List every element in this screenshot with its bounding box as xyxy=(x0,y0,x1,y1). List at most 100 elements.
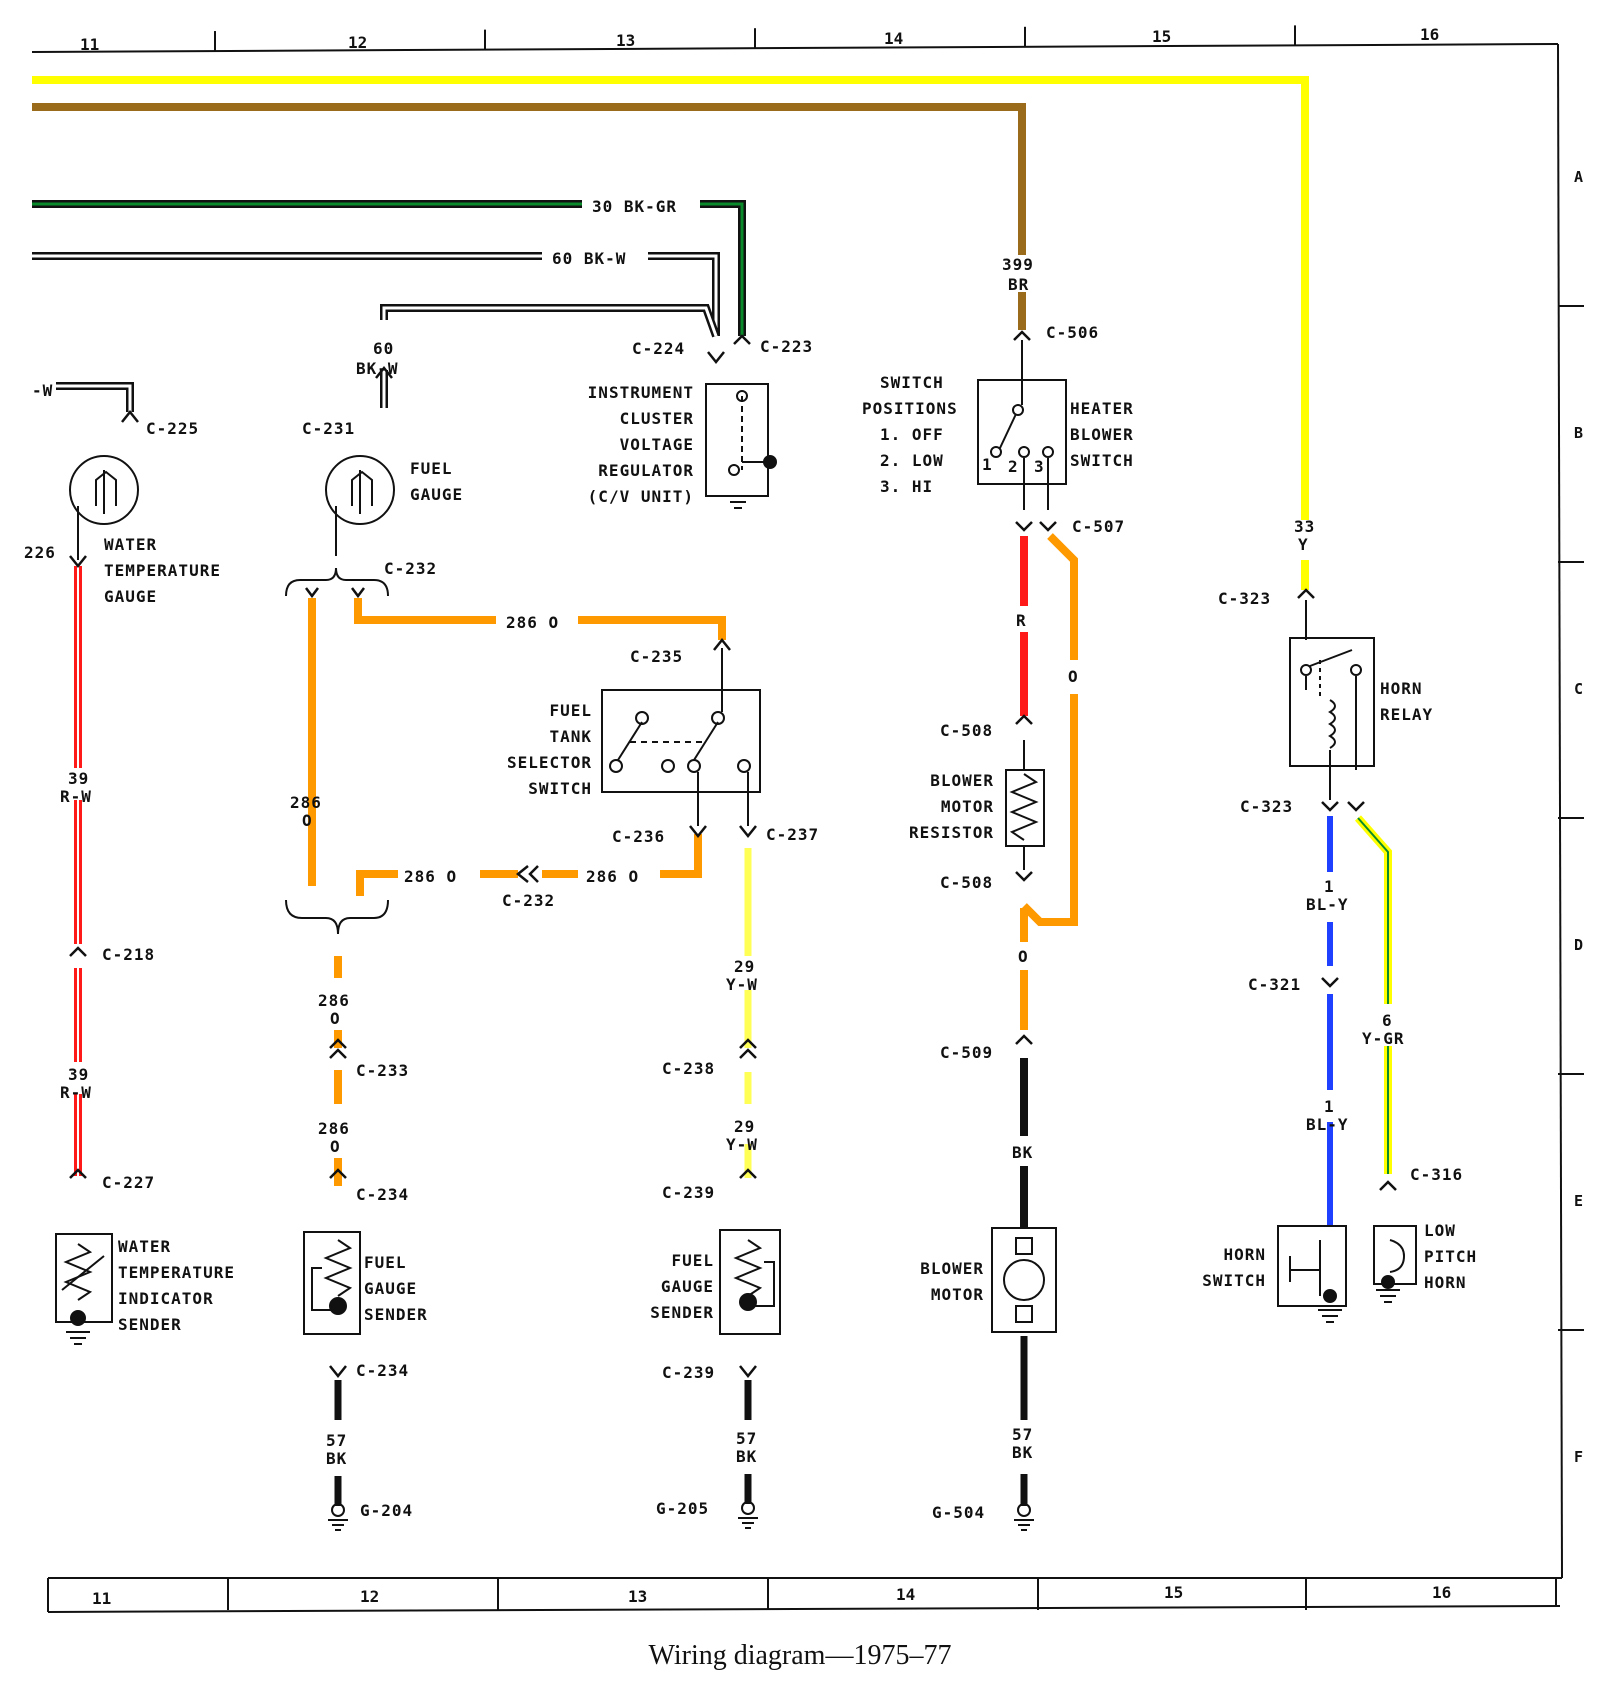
wire-label: BK xyxy=(736,1447,757,1466)
wire-label: Y-GR xyxy=(1362,1029,1405,1048)
connector-label: C-225 xyxy=(146,419,199,438)
svg-text:SWITCH: SWITCH xyxy=(880,373,944,392)
blower-motor-label: BLOWER MOTOR xyxy=(920,1259,983,1304)
grid-row-label: A xyxy=(1574,168,1583,186)
grid-col-label: 16 xyxy=(1420,25,1439,44)
svg-text:FUEL: FUEL xyxy=(410,459,453,478)
fuel-gauge-sender-2-box xyxy=(719,1229,781,1335)
ground-label: G-205 xyxy=(656,1499,709,1518)
ground-label: G-504 xyxy=(932,1503,985,1522)
wire-399-brown xyxy=(32,103,1026,255)
connector-label: C-239 xyxy=(662,1183,715,1202)
horn-relay-box xyxy=(1289,637,1375,767)
fuel-gauge-symbol xyxy=(325,455,395,525)
connector-label: C-239 xyxy=(662,1363,715,1382)
wire-label: 39 xyxy=(68,1065,89,1084)
wire-label: BK xyxy=(326,1449,347,1468)
wire-label: O xyxy=(1018,947,1029,966)
wire-label: 57 xyxy=(1012,1425,1033,1444)
svg-text:SENDER: SENDER xyxy=(364,1305,428,1324)
wire-label: 286 xyxy=(290,793,322,812)
wire-labels: 30 BK-GR 60 BK-W 60 BK-W -W 399 BR 33 Y … xyxy=(24,197,1405,1468)
svg-text:TEMPERATURE: TEMPERATURE xyxy=(104,561,221,580)
svg-text:BLOWER: BLOWER xyxy=(1070,425,1134,444)
connector-label: C-227 xyxy=(102,1173,155,1192)
wire-label: 226 xyxy=(24,543,56,562)
wire-label: 399 xyxy=(1002,255,1034,274)
wire-label: R xyxy=(1016,611,1027,630)
connector-label: C-321 xyxy=(1248,975,1301,994)
fuel-gauge-label: FUEL GAUGE xyxy=(410,459,463,504)
svg-text:INSTRUMENT: INSTRUMENT xyxy=(588,383,694,402)
svg-text:HORN: HORN xyxy=(1380,679,1423,698)
svg-text:TANK: TANK xyxy=(549,727,592,746)
grid-col-label: 12 xyxy=(348,33,367,52)
horn-switch-label: HORN SWITCH xyxy=(1202,1245,1266,1290)
wire-label: 60 BK-W xyxy=(552,249,626,268)
fuel-tank-selector-box xyxy=(601,689,761,793)
fuel-sender-2-label: FUEL GAUGE SENDER xyxy=(650,1251,714,1322)
grid-col-label: 14 xyxy=(884,29,903,48)
svg-text:SENDER: SENDER xyxy=(650,1303,714,1322)
wire-label: 286 xyxy=(318,1119,350,1138)
grid-col-label: 11 xyxy=(92,1589,111,1608)
svg-text:FUEL: FUEL xyxy=(549,701,592,720)
grid-row-label: B xyxy=(1574,424,1583,442)
svg-text:1. OFF: 1. OFF xyxy=(880,425,944,444)
svg-text:1: 1 xyxy=(982,455,993,474)
wire-label: -W xyxy=(32,381,53,400)
connector-label: C-232 xyxy=(384,559,437,578)
frame xyxy=(31,25,1584,1613)
ground-symbols xyxy=(66,495,1400,1531)
wire-label: 57 xyxy=(736,1429,757,1448)
svg-text:GAUGE: GAUGE xyxy=(661,1277,714,1296)
svg-text:TEMPERATURE: TEMPERATURE xyxy=(118,1263,235,1282)
wire-label: BL-Y xyxy=(1306,1115,1349,1134)
connector-label: C-224 xyxy=(632,339,685,358)
component-labels: INSTRUMENT CLUSTER VOLTAGE REGULATOR (C/… xyxy=(104,373,1476,1334)
fuel-sender-1-label: FUEL GAUGE SENDER xyxy=(364,1253,428,1324)
wires xyxy=(32,76,1392,1506)
svg-text:GAUGE: GAUGE xyxy=(410,485,463,504)
svg-text:HORN: HORN xyxy=(1424,1273,1467,1292)
grid-col-label: 13 xyxy=(628,1587,647,1606)
grid-col-label: 15 xyxy=(1164,1583,1183,1602)
blower-motor-resistor xyxy=(1005,769,1045,847)
figure-caption: Wiring diagram—1975–77 xyxy=(648,1640,952,1671)
connector-label: C-231 xyxy=(302,419,355,438)
grid-col-label: 14 xyxy=(896,1585,915,1604)
ground-labels: G-204 G-205 G-504 xyxy=(360,1499,985,1522)
fuel-gauge-sender-1-box xyxy=(303,1231,361,1335)
svg-text:HEATER: HEATER xyxy=(1070,399,1134,418)
connector-label: C-508 xyxy=(940,873,993,892)
grid-row-label: D xyxy=(1574,936,1583,954)
connector-label: C-235 xyxy=(630,647,683,666)
wire-label: 286 O xyxy=(586,867,639,886)
grid-column-labels-bottom: 11 12 13 14 15 16 xyxy=(92,1583,1451,1608)
connector-label: C-234 xyxy=(356,1361,409,1380)
connector-label: C-232 xyxy=(502,891,555,910)
components xyxy=(55,330,1417,1531)
svg-text:RESISTOR: RESISTOR xyxy=(909,823,994,842)
horn-switch-box xyxy=(1277,1225,1347,1307)
connector-chevrons xyxy=(69,330,1397,1379)
blower-motor-box xyxy=(991,1227,1057,1333)
svg-text:SWITCH: SWITCH xyxy=(1202,1271,1266,1290)
wire-label: O xyxy=(330,1009,341,1028)
cv-unit-label: INSTRUMENT CLUSTER VOLTAGE REGULATOR (C/… xyxy=(588,383,694,506)
grid-col-label: 11 xyxy=(80,35,99,54)
switch-positions-label: SWITCH POSITIONS 1. OFF 2. LOW 3. HI xyxy=(862,373,957,496)
svg-text:(C/V UNIT): (C/V UNIT) xyxy=(588,487,694,506)
wire-label: Y-W xyxy=(726,1135,758,1154)
ground-label: G-204 xyxy=(360,1501,413,1520)
svg-text:CLUSTER: CLUSTER xyxy=(620,409,694,428)
svg-text:WATER: WATER xyxy=(118,1237,171,1256)
connector-label: C-506 xyxy=(1046,323,1099,342)
svg-text:3: 3 xyxy=(1034,457,1045,476)
svg-text:SELECTOR: SELECTOR xyxy=(507,753,592,772)
connector-label: C-508 xyxy=(940,721,993,740)
wire-label: Y-W xyxy=(726,975,758,994)
wire-label: 33 xyxy=(1294,517,1315,536)
wire-label: BL-Y xyxy=(1306,895,1349,914)
connector-label: C-236 xyxy=(612,827,665,846)
